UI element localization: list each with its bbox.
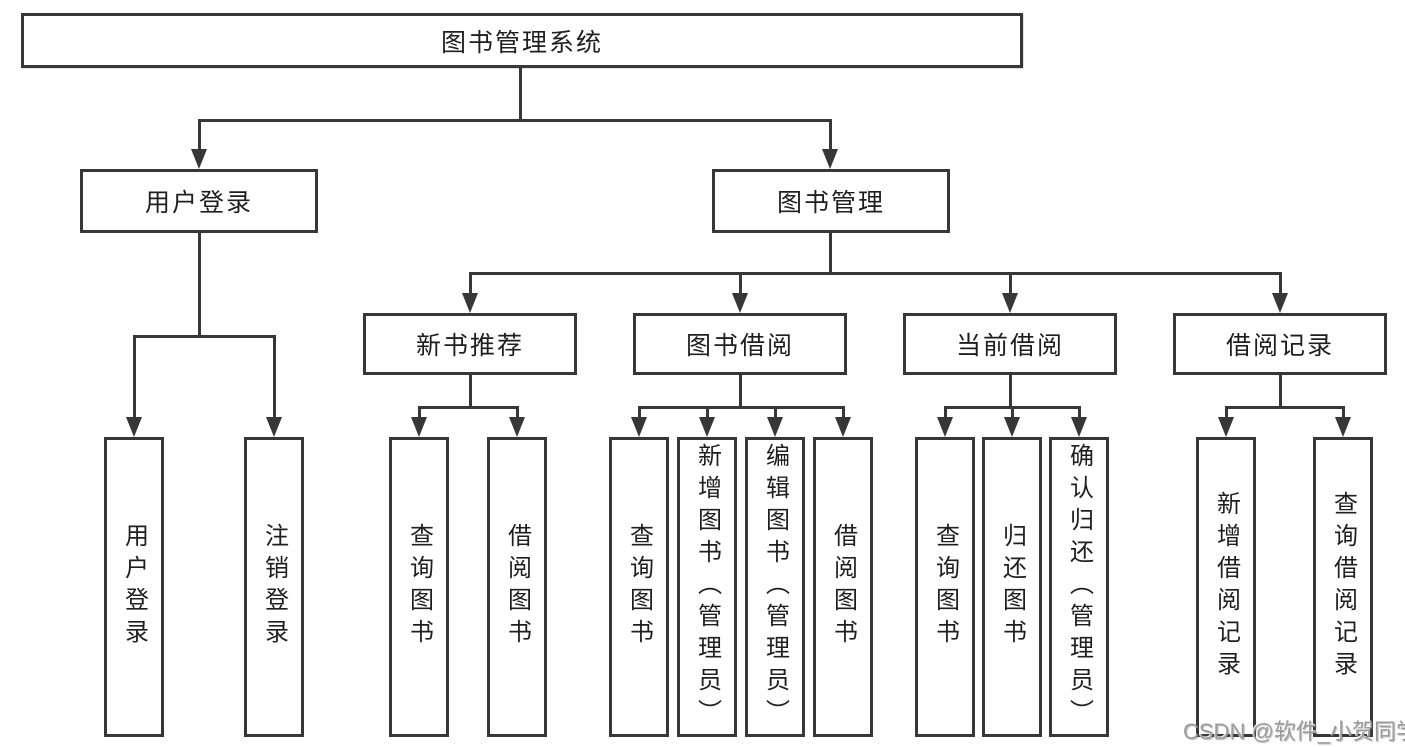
connector-line bbox=[197, 118, 832, 122]
connector-arrow bbox=[272, 336, 276, 417]
node-label: 图书管理 bbox=[776, 189, 885, 217]
leaf-label: 新增图书（管理员） bbox=[693, 443, 721, 731]
node-label: 借阅记录 bbox=[1225, 332, 1334, 360]
leaf-add-book-admin: 新增图书（管理员） bbox=[677, 437, 737, 737]
node-book-management: 图书管理 bbox=[712, 169, 950, 233]
connector-line bbox=[468, 375, 472, 407]
node-user-login: 用户登录 bbox=[80, 169, 318, 233]
leaf-label: 借阅图书 bbox=[503, 523, 531, 651]
leaf-label: 借阅图书 bbox=[829, 523, 857, 651]
connector-line bbox=[738, 375, 742, 407]
leaf-label: 查询图书 bbox=[931, 523, 959, 651]
node-label: 当前借阅 bbox=[955, 332, 1064, 360]
connector-line bbox=[1278, 375, 1282, 407]
connector-arrow bbox=[132, 336, 136, 417]
leaf-add-borrow-record: 新增借阅记录 bbox=[1196, 437, 1256, 737]
connector-arrow bbox=[417, 407, 421, 417]
connector-line bbox=[1008, 375, 1012, 407]
connector-arrow bbox=[841, 407, 845, 417]
connector-arrow bbox=[515, 407, 519, 417]
leaf-label: 查询图书 bbox=[625, 523, 653, 651]
leaf-label: 新增借阅记录 bbox=[1212, 491, 1240, 683]
leaf-query-borrow-record: 查询借阅记录 bbox=[1313, 437, 1373, 737]
connector-arrow bbox=[1278, 273, 1282, 293]
connector-line bbox=[518, 68, 522, 121]
connector-line bbox=[417, 405, 519, 409]
connector-arrow bbox=[828, 120, 832, 149]
leaf-label: 确认归还（管理员） bbox=[1065, 443, 1093, 731]
node-current-borrowing: 当前借阅 bbox=[903, 313, 1117, 375]
connector-line bbox=[132, 334, 276, 338]
connector-arrow bbox=[738, 273, 742, 293]
leaf-query-books-current: 查询图书 bbox=[915, 437, 975, 737]
leaf-return-books: 归还图书 bbox=[982, 437, 1042, 737]
leaf-label: 查询借阅记录 bbox=[1329, 491, 1357, 683]
csdn-watermark: CSDN @软件_小贺同学 bbox=[1183, 719, 1405, 744]
connector-arrow bbox=[705, 407, 709, 417]
node-label: 新书推荐 bbox=[415, 332, 524, 360]
connector-arrow bbox=[1224, 407, 1228, 417]
leaf-confirm-return-admin: 确认归还（管理员） bbox=[1049, 437, 1109, 737]
leaf-edit-book-admin: 编辑图书（管理员） bbox=[745, 437, 805, 737]
connector-arrow bbox=[773, 407, 777, 417]
leaf-label: 用户登录 bbox=[120, 523, 148, 651]
node-label: 用户登录 bbox=[144, 189, 253, 217]
connector-arrow bbox=[1010, 407, 1014, 417]
connector-arrow bbox=[1008, 273, 1012, 293]
connector-line bbox=[1224, 405, 1345, 409]
connector-line bbox=[637, 405, 845, 409]
connector-arrow bbox=[468, 273, 472, 293]
node-borrowing-records: 借阅记录 bbox=[1173, 313, 1387, 375]
leaf-label: 归还图书 bbox=[998, 523, 1026, 651]
connector-arrow bbox=[943, 407, 947, 417]
node-label: 图书借阅 bbox=[685, 332, 794, 360]
leaf-borrow-books-recommend: 借阅图书 bbox=[487, 437, 547, 737]
leaf-query-books-recommend: 查询图书 bbox=[389, 437, 449, 737]
connector-line bbox=[197, 233, 201, 336]
leaf-label: 编辑图书（管理员） bbox=[761, 443, 789, 731]
connector-arrow bbox=[197, 120, 201, 149]
leaf-user-login: 用户登录 bbox=[104, 437, 164, 737]
node-new-book-recommendation: 新书推荐 bbox=[363, 313, 577, 375]
leaf-logout: 注销登录 bbox=[244, 437, 304, 737]
connector-arrow bbox=[637, 407, 641, 417]
leaf-query-books-borrowing: 查询图书 bbox=[609, 437, 669, 737]
connector-arrow bbox=[1077, 407, 1081, 417]
node-label: 图书管理系统 bbox=[440, 28, 603, 57]
node-library-system: 图书管理系统 bbox=[21, 13, 1023, 68]
connector-line bbox=[828, 233, 832, 273]
connector-line bbox=[468, 271, 1282, 275]
leaf-label: 查询图书 bbox=[405, 523, 433, 651]
leaf-label: 注销登录 bbox=[260, 523, 288, 651]
node-book-borrowing: 图书借阅 bbox=[633, 313, 847, 375]
connector-arrow bbox=[1341, 407, 1345, 417]
leaf-borrow-books: 借阅图书 bbox=[813, 437, 873, 737]
